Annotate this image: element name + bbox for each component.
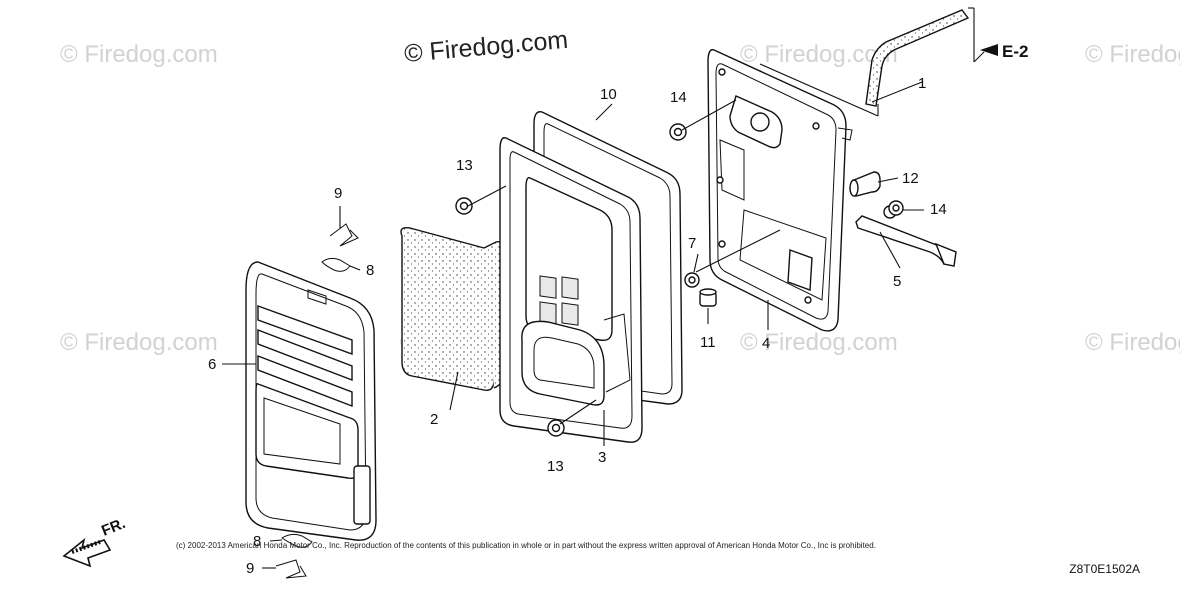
callout-4: 4 (762, 335, 770, 352)
callout-8-bottom: 8 (253, 533, 261, 550)
callout-13-top: 13 (456, 157, 473, 174)
clip-9-bottom (275, 559, 307, 579)
clip-9-top (329, 223, 359, 247)
flange-nut-14-top (669, 123, 687, 141)
leader-lines (222, 7, 985, 569)
flange-nut-7 (684, 272, 700, 288)
callout-9-bottom: 9 (246, 560, 254, 577)
callout-13-bottom: 13 (547, 458, 564, 475)
grommet (699, 288, 717, 307)
watermark-faint: © Firedog.com (60, 41, 218, 68)
callout-10: 10 (600, 86, 617, 103)
front-label: FR. (99, 515, 128, 540)
watermark-main: © Firedog.com (403, 26, 569, 68)
callout-6: 6 (208, 356, 216, 373)
callout-11: 11 (700, 334, 716, 351)
callout-5: 5 (893, 273, 901, 290)
drawing-code: Z8T0E1502A (1069, 562, 1140, 576)
watermark-faint: © Firedog.com (740, 329, 898, 356)
callout-3: 3 (598, 449, 606, 466)
watermark-faint: © Firedog.com (1085, 41, 1180, 68)
element-case (499, 137, 643, 443)
callout-1: 1 (918, 75, 926, 92)
clip-8-top (321, 257, 351, 272)
flange-nut-14-right (888, 200, 904, 216)
callout-9-top: 9 (334, 185, 342, 202)
watermark-faint: © Firedog.com (1085, 329, 1180, 356)
filter-element (400, 226, 505, 391)
callout-14-top: 14 (670, 89, 687, 106)
copyright-notice: (c) 2002-2013 American Honda Motor Co., … (176, 541, 876, 550)
back-plate (707, 49, 853, 332)
flange-nut-13-top (455, 197, 473, 215)
reference-arrow: E-2 (980, 42, 1028, 61)
breather-tube (865, 9, 970, 107)
callout-2: 2 (430, 411, 438, 428)
clip-8-bottom (281, 533, 313, 548)
callout-8-top: 8 (366, 262, 374, 279)
air-cleaner-cover (245, 261, 377, 541)
callout-7: 7 (688, 235, 696, 252)
callout-12: 12 (902, 170, 919, 187)
front-direction-arrow: FR. (62, 515, 128, 568)
reference-label: E-2 (1002, 42, 1028, 61)
collar (849, 171, 881, 197)
callout-14-right: 14 (930, 201, 947, 218)
watermark-faint: © Firedog.com (60, 329, 218, 356)
